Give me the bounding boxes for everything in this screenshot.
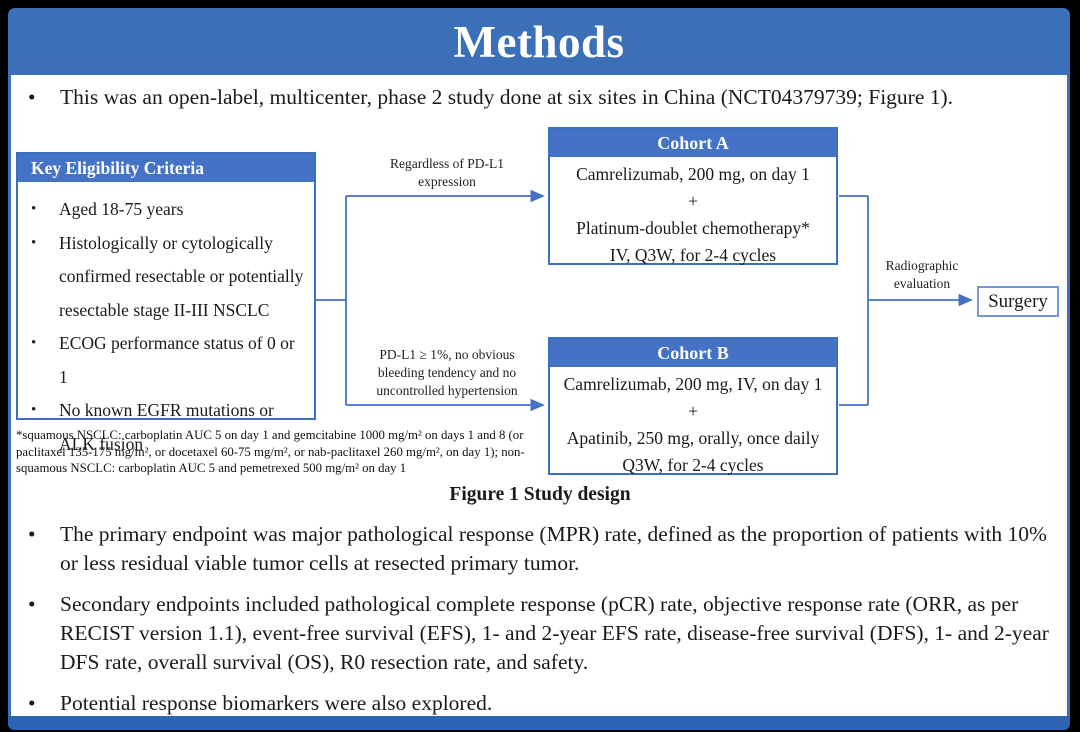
radiographic-evaluation-label: Radiographic evaluation bbox=[885, 258, 959, 291]
biomarkers-text: Potential response biomarkers were also … bbox=[60, 691, 493, 715]
secondary-endpoints-bullet: • Secondary endpoints included pathologi… bbox=[28, 590, 1056, 677]
slide-title: Methods bbox=[453, 16, 625, 67]
cohort-a-box: Cohort A Camrelizumab, 200 mg, on day 1 … bbox=[548, 127, 838, 265]
eligibility-item-text: ECOG performance status of 0 or 1 bbox=[59, 333, 295, 387]
arm-b-condition-label: PD-L1 ≥ 1%, no obvious bleeding tendency… bbox=[376, 347, 518, 398]
eligibility-item-text: No known EGFR mutations or ALK fusion bbox=[59, 400, 274, 454]
cohort-a-line: + bbox=[688, 191, 698, 211]
eligibility-header: Key Eligibility Criteria bbox=[18, 154, 314, 182]
bullet-marker: • bbox=[28, 85, 36, 109]
chemotherapy-footnote: *squamous NSCLC: carboplatin AUC 5 on da… bbox=[16, 428, 525, 475]
cohort-a-line: Camrelizumab, 200 mg, on day 1 bbox=[576, 164, 810, 184]
cohort-a-header: Cohort A bbox=[550, 129, 836, 157]
cohort-a-line: Platinum-doublet chemotherapy* bbox=[576, 218, 810, 238]
intro-bullet: • This was an open-label, multicenter, p… bbox=[28, 83, 1058, 112]
cohort-b-line: Q3W, for 2-4 cycles bbox=[622, 455, 764, 475]
cohort-b-line: Apatinib, 250 mg, orally, once daily bbox=[566, 428, 820, 448]
cohort-a-line: IV, Q3W, for 2-4 cycles bbox=[609, 245, 777, 265]
eligibility-item-text: Aged 18-75 years bbox=[59, 199, 184, 219]
cohort-b-line: Camrelizumab, 200 mg, IV, on day 1 bbox=[563, 374, 823, 394]
slide-bottom-bar bbox=[8, 716, 1070, 730]
slide-title-bar: Methods bbox=[8, 8, 1070, 75]
bullet-marker: • bbox=[28, 691, 36, 715]
cohort-b-header: Cohort B bbox=[550, 339, 836, 367]
figure-caption: Figure 1 Study design bbox=[449, 484, 631, 505]
cohort-a-body: Camrelizumab, 200 mg, on day 1 + Platinu… bbox=[550, 157, 836, 269]
primary-endpoint-text: The primary endpoint was major pathologi… bbox=[60, 522, 1047, 575]
primary-endpoint-bullet: • The primary endpoint was major patholo… bbox=[28, 520, 1056, 578]
surgery-label: Surgery bbox=[988, 290, 1048, 312]
bullet-marker: • bbox=[31, 201, 37, 217]
intro-bullet-text: This was an open-label, multicenter, pha… bbox=[60, 85, 954, 109]
secondary-endpoints-text: Secondary endpoints included pathologica… bbox=[60, 592, 1049, 674]
biomarkers-bullet: • Potential response biomarkers were als… bbox=[28, 689, 1056, 718]
bullet-marker: • bbox=[28, 522, 36, 546]
arm-a-condition-label: Regardless of PD-L1 expression bbox=[390, 156, 504, 189]
list-item: • ECOG performance status of 0 or 1 bbox=[31, 327, 306, 394]
cohort-b-line: + bbox=[688, 401, 698, 421]
bullet-marker: • bbox=[31, 402, 37, 418]
eligibility-list: • Aged 18-75 years • Histologically or c… bbox=[18, 182, 314, 461]
list-item: • Histologically or cytologically confir… bbox=[31, 227, 306, 328]
eligibility-item-text: Histologically or cytologically confirme… bbox=[59, 232, 304, 320]
eligibility-box: Key Eligibility Criteria • Aged 18-75 ye… bbox=[16, 152, 316, 454]
surgery-box: Surgery bbox=[977, 286, 1059, 317]
list-item: • No known EGFR mutations or ALK fusion bbox=[31, 394, 306, 461]
bullet-marker: • bbox=[31, 234, 37, 251]
list-item: • Aged 18-75 years bbox=[31, 193, 306, 227]
cohort-b-body: Camrelizumab, 200 mg, IV, on day 1 + Apa… bbox=[550, 367, 836, 479]
bullet-marker: • bbox=[31, 335, 37, 351]
bullet-marker: • bbox=[28, 592, 36, 616]
cohort-b-box: Cohort B Camrelizumab, 200 mg, IV, on da… bbox=[548, 337, 838, 475]
